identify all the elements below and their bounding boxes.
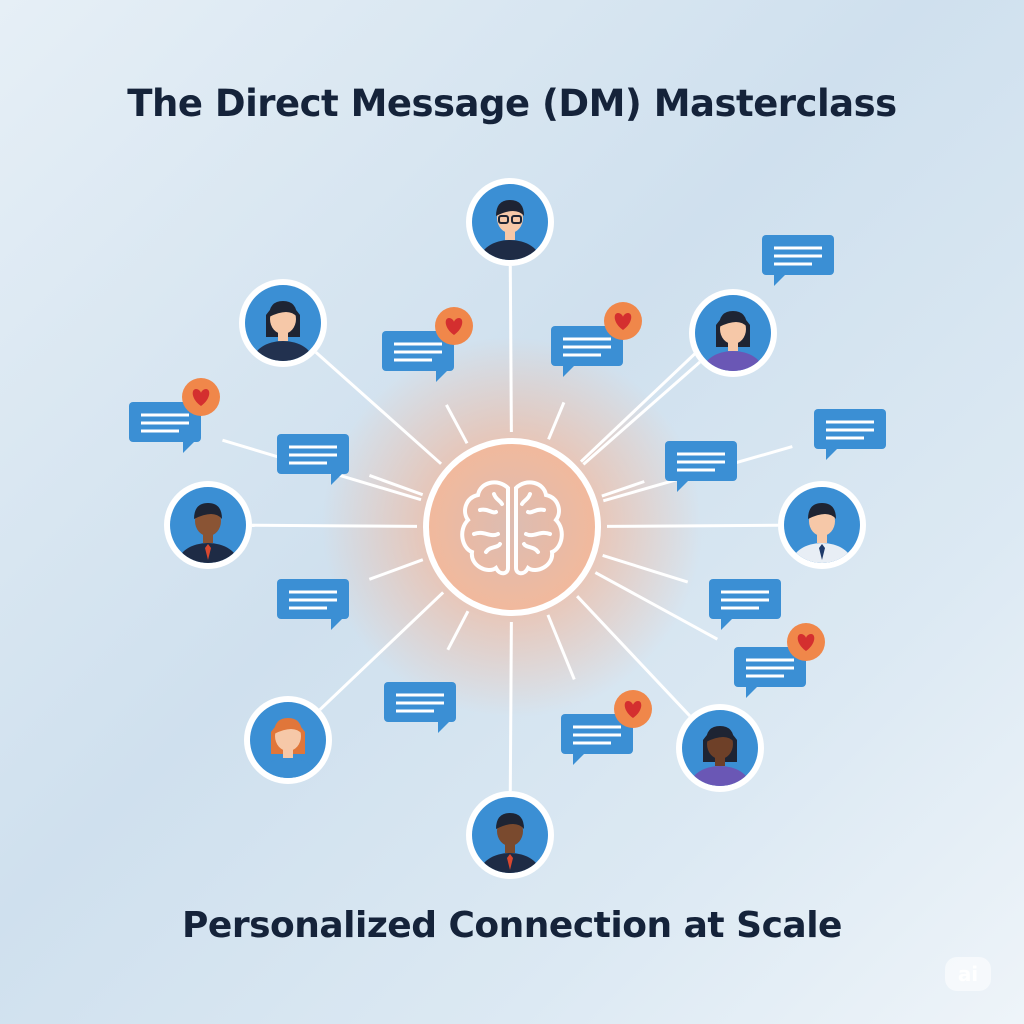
spoke-line <box>508 265 513 433</box>
chat-bubble <box>665 441 737 492</box>
avatar-man-tie[interactable] <box>778 481 866 583</box>
short-spoke-line <box>547 401 566 440</box>
avatar-man-suit[interactable] <box>466 791 554 893</box>
avatar-man-smiling[interactable] <box>164 481 252 583</box>
chat-bubble <box>277 579 349 630</box>
short-spoke-line <box>546 614 576 681</box>
heart-badge-icon <box>604 302 642 340</box>
heart-badge-icon <box>614 690 652 728</box>
avatar-woman-dark-skin[interactable] <box>676 704 764 806</box>
avatar-man-glasses[interactable] <box>466 178 554 280</box>
spoke-line <box>318 591 445 711</box>
heart-badge-icon <box>182 378 220 416</box>
spoke-line <box>508 621 513 792</box>
heart-badge-icon <box>435 307 473 345</box>
short-spoke-line <box>368 558 424 581</box>
spoke-line <box>251 523 418 528</box>
avatar-woman-dark-hair[interactable] <box>239 279 327 381</box>
short-spoke-line <box>602 553 689 584</box>
spoke-line <box>606 523 779 528</box>
short-spoke-line <box>601 480 645 498</box>
avatar-woman-bob[interactable] <box>689 289 777 391</box>
short-spoke-line <box>446 610 470 651</box>
chat-bubble-liked <box>734 623 825 698</box>
chat-bubble-liked <box>129 378 220 453</box>
chat-bubble <box>384 682 456 733</box>
chat-bubble-liked <box>382 307 473 382</box>
spoke-line <box>576 595 691 717</box>
avatar-woman-red-hair[interactable] <box>244 696 332 798</box>
brain-icon <box>460 480 564 576</box>
chat-bubble-liked <box>561 690 652 765</box>
center-node <box>423 438 601 616</box>
chat-bubble <box>709 579 781 630</box>
short-spoke-line <box>368 474 424 497</box>
page-subtitle: Personalized Connection at Scale <box>182 905 842 946</box>
chat-bubble <box>762 235 834 286</box>
short-spoke-line <box>594 571 719 641</box>
spoke-line <box>314 351 443 465</box>
chat-bubble <box>277 434 349 485</box>
short-spoke-line <box>445 404 469 445</box>
ai-watermark: ai <box>945 957 991 991</box>
heart-badge-icon <box>787 623 825 661</box>
page-title: The Direct Message (DM) Masterclass <box>127 82 897 125</box>
chat-bubble-liked <box>551 302 642 377</box>
chat-bubble <box>814 409 886 460</box>
spoke-line <box>582 360 701 466</box>
